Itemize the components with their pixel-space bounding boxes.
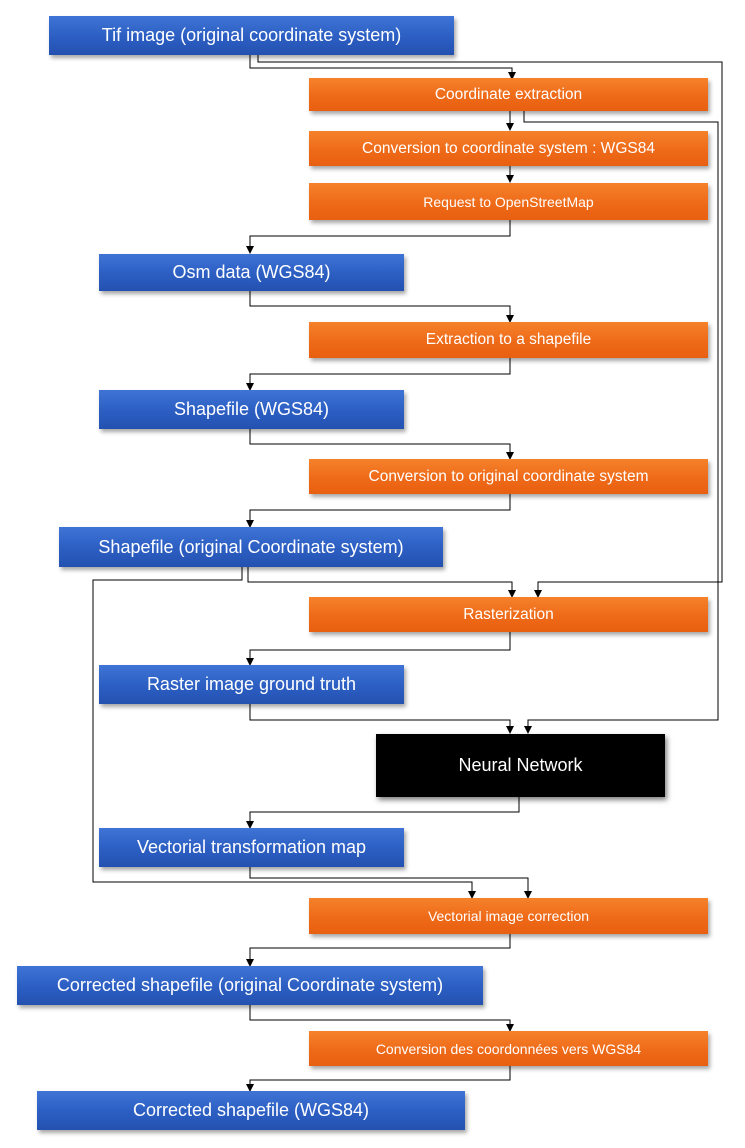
edge-osm-to-extraction-shapefile xyxy=(249,291,514,323)
node-corrected-shapefile-original: Corrected shapefile (original Coordinate… xyxy=(17,966,483,1005)
edge-neural-network-to-map xyxy=(246,797,520,829)
node-vectorial-transformation-map: Vectorial transformation map xyxy=(99,828,404,867)
node-osm-data: Osm data (WGS84) xyxy=(99,254,404,291)
edge-tif-to-neural-network xyxy=(523,111,719,734)
edge-corrected-original-to-conversion xyxy=(249,1005,514,1032)
edge-extraction-shapefile-to-shapefile xyxy=(246,358,511,391)
node-tif-image: Tif image (original coordinate system) xyxy=(49,16,454,55)
edge-shapefile-to-conversion-original xyxy=(249,429,514,460)
edge-tif-to-extraction xyxy=(249,55,516,80)
node-shapefile-original: Shapefile (original Coordinate system) xyxy=(59,527,443,567)
node-raster-ground-truth: Raster image ground truth xyxy=(99,665,404,704)
edge-correction-to-corrected-original xyxy=(246,934,511,967)
edge-shapefile-original-to-correction xyxy=(92,567,476,899)
node-conversion-wgs84: Conversion to coordinate system : WGS84 xyxy=(309,131,708,166)
edge-map-to-correction xyxy=(249,867,532,899)
node-coordinate-extraction: Coordinate extraction xyxy=(309,78,708,111)
node-vectorial-image-correction: Vectorial image correction xyxy=(309,898,708,934)
edge-tif-to-rasterization xyxy=(257,55,723,598)
node-neural-network: Neural Network xyxy=(376,734,665,797)
edge-conversion-to-corrected-wgs84 xyxy=(246,1066,511,1092)
node-conversion-coordonnees-wgs84: Conversion des coordonnées vers WGS84 xyxy=(309,1031,708,1066)
edge-conversion-original-to-shapefile-original xyxy=(246,494,511,528)
node-extraction-shapefile: Extraction to a shapefile xyxy=(309,322,708,358)
edge-shapefile-original-to-rasterization xyxy=(247,567,516,598)
edge-rasterization-to-raster xyxy=(246,632,511,666)
node-shapefile-wgs84: Shapefile (WGS84) xyxy=(99,390,404,429)
edge-raster-to-neural-network xyxy=(249,704,514,734)
node-request-openstreetmap: Request to OpenStreetMap xyxy=(309,183,708,220)
edge-request-to-osm xyxy=(246,220,511,254)
node-corrected-shapefile-wgs84: Corrected shapefile (WGS84) xyxy=(37,1091,465,1130)
node-rasterization: Rasterization xyxy=(309,597,708,632)
node-conversion-original: Conversion to original coordinate system xyxy=(309,459,708,494)
